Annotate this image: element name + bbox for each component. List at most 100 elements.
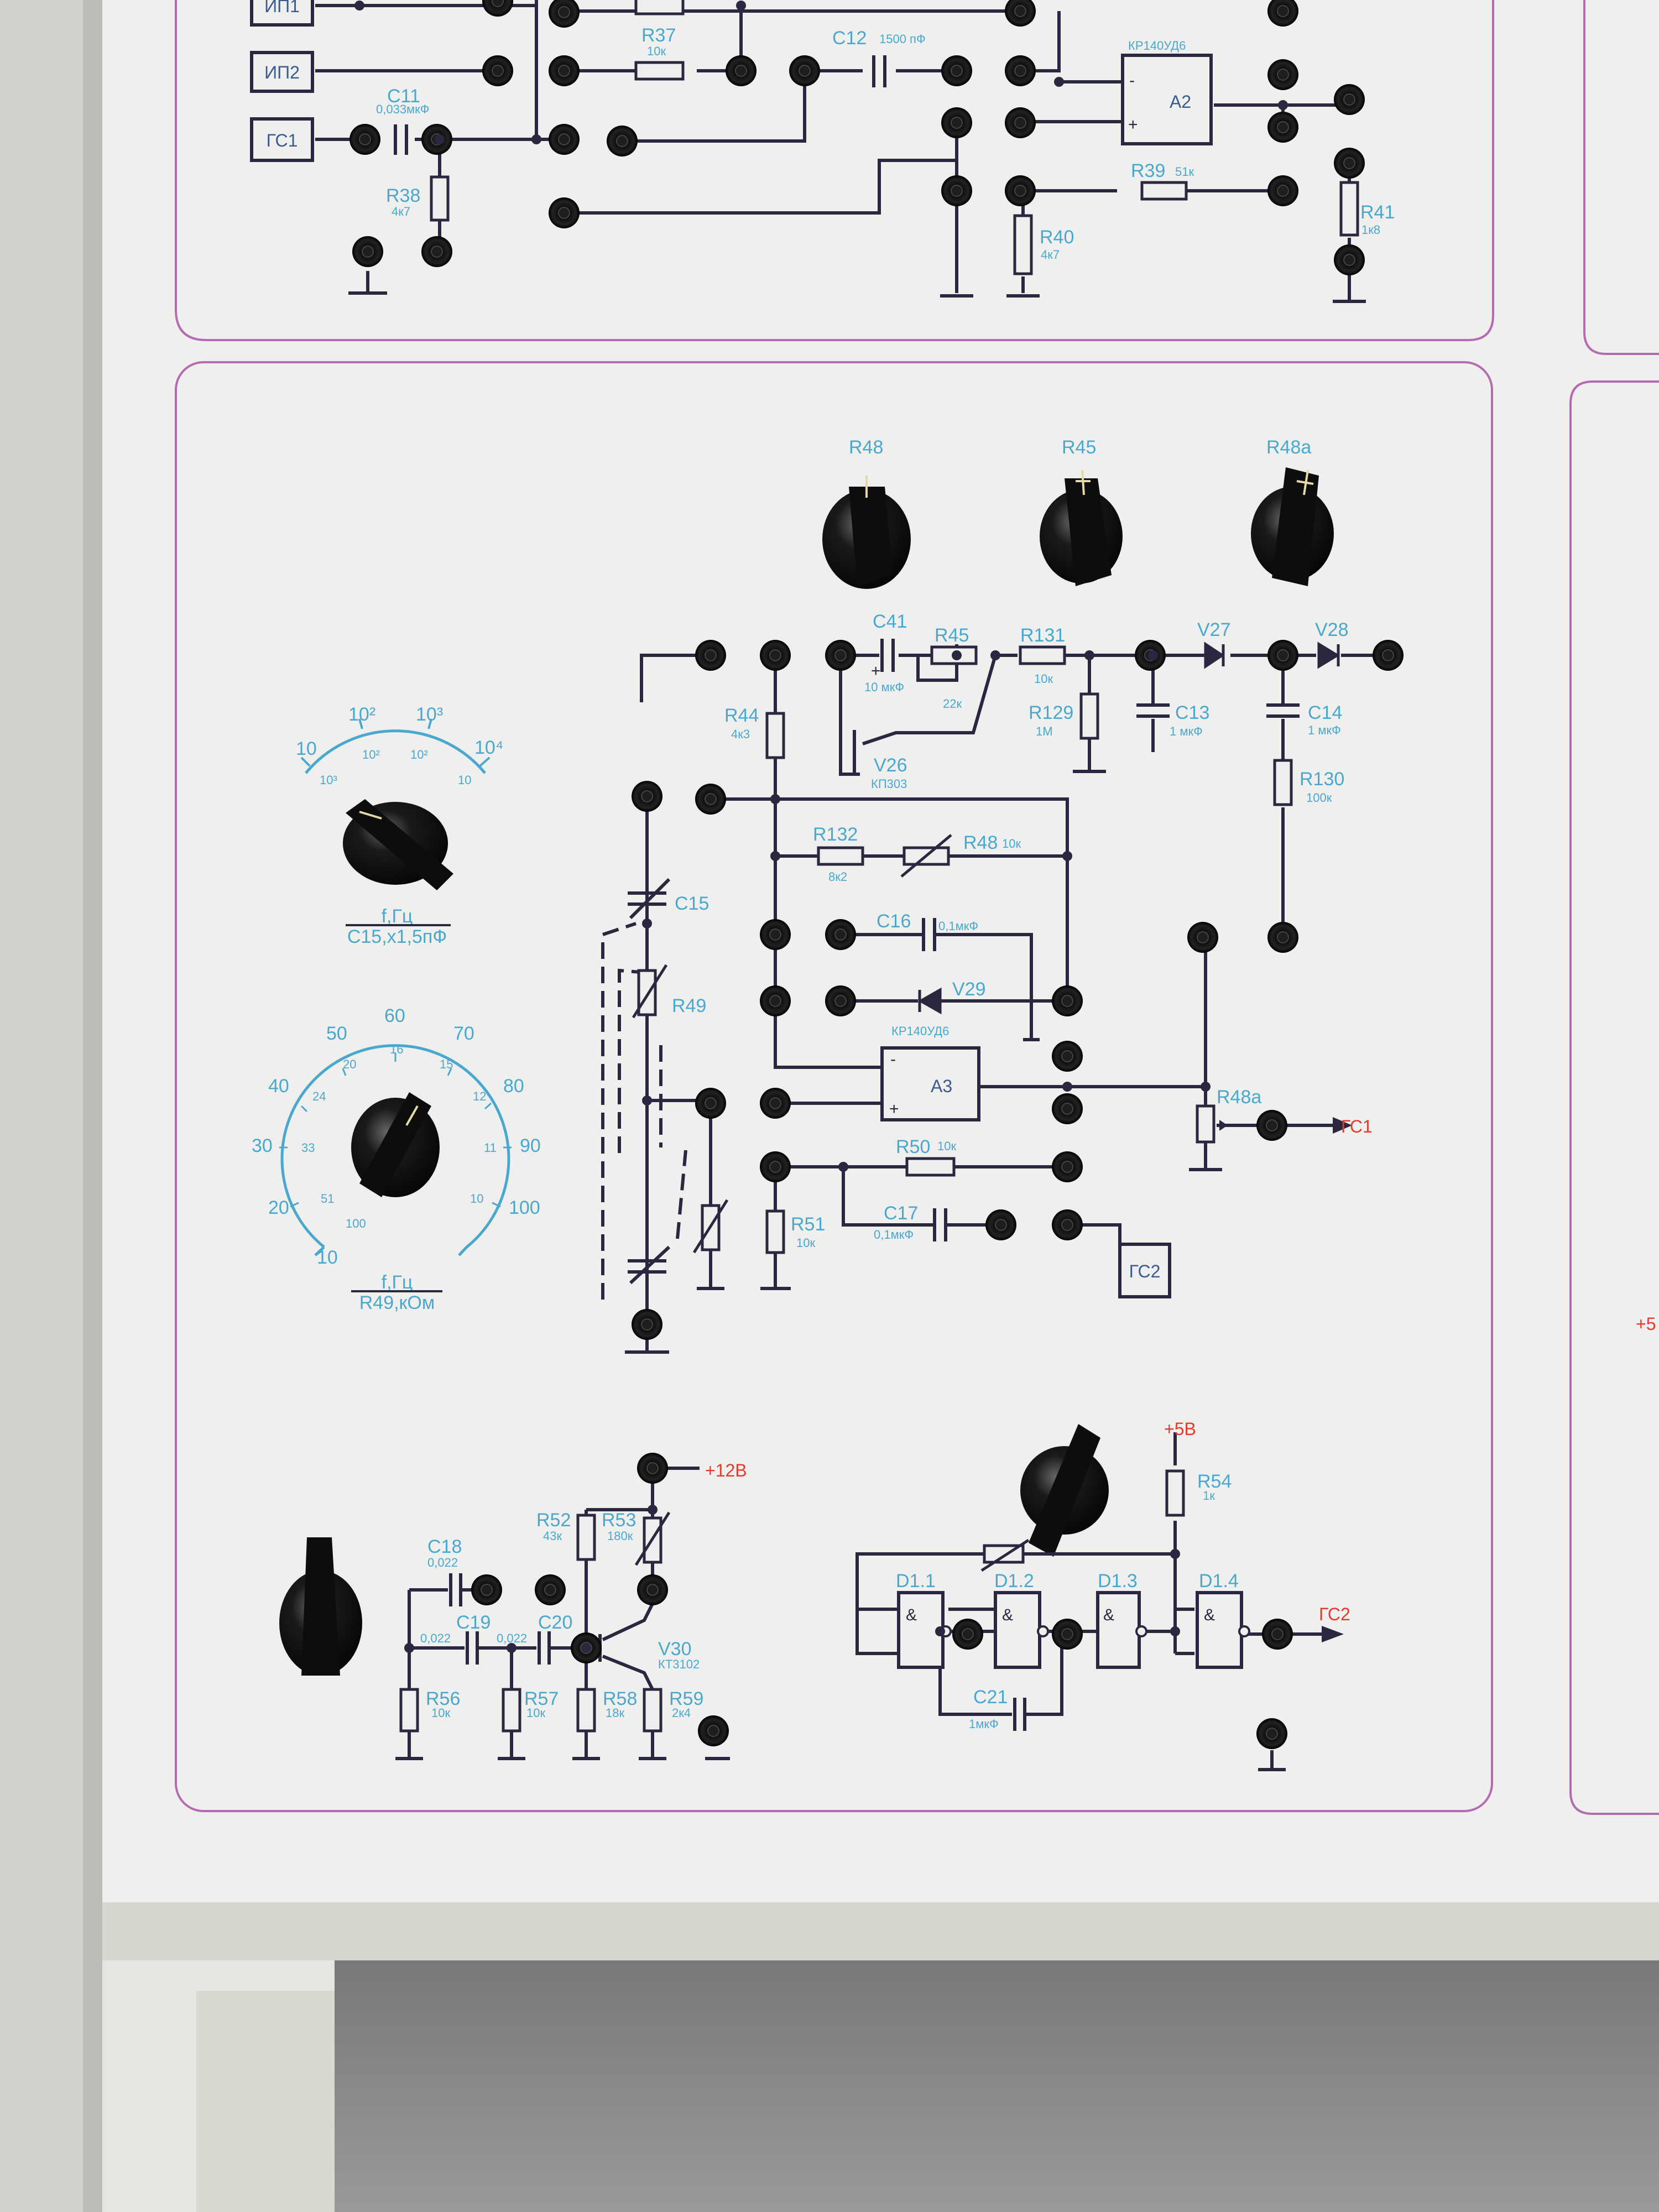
top-section-frame bbox=[175, 0, 1494, 341]
dial2-inner-11: 11 bbox=[484, 1141, 497, 1155]
c20-value: 0,022 bbox=[497, 1631, 527, 1645]
r57-label: R57 bbox=[524, 1688, 559, 1709]
r40-label: R40 bbox=[1040, 227, 1074, 248]
dial1-tick-1000: 10³ bbox=[416, 704, 443, 725]
dial1-inner-4: 10 bbox=[458, 773, 471, 787]
r44-label: R44 bbox=[724, 705, 759, 726]
r38-value: 4к7 bbox=[392, 205, 410, 218]
gs1-output-label: ГС1 bbox=[1341, 1117, 1373, 1136]
c13-label: C13 bbox=[1175, 702, 1209, 723]
knob-r45[interactable] bbox=[1040, 469, 1123, 586]
r56-value: 10к bbox=[431, 1706, 450, 1720]
edge-plus5-label: +5 bbox=[1636, 1314, 1656, 1334]
dial2-tick-90: 90 bbox=[520, 1135, 541, 1156]
dial2-inner-20: 20 bbox=[343, 1057, 356, 1071]
d11-label: D1.1 bbox=[896, 1571, 936, 1592]
r38-label: R38 bbox=[386, 185, 420, 206]
c17-label: C17 bbox=[884, 1203, 918, 1224]
a2-label: A2 bbox=[1170, 92, 1191, 112]
floor bbox=[102, 1960, 1659, 2212]
r48-label: R48 bbox=[963, 832, 998, 853]
frequency-dial-r49: 40 50 60 70 80 30 90 20 100 10 24 20 16 … bbox=[252, 1005, 541, 1268]
c16-value: 0,1мкФ bbox=[938, 919, 978, 933]
r130-value: 100к bbox=[1306, 791, 1332, 805]
r131-value: 10к bbox=[1034, 672, 1053, 686]
r132-value: 8к2 bbox=[828, 870, 847, 884]
c12-value: 1500 пФ bbox=[879, 32, 926, 46]
dial1-caption-c15: C15,x1,5пФ bbox=[347, 926, 447, 947]
r57-value: 10к bbox=[526, 1706, 545, 1720]
dial2-tick-40: 40 bbox=[268, 1076, 289, 1097]
r37-value: 10к bbox=[647, 44, 666, 58]
r56-label: R56 bbox=[426, 1688, 460, 1709]
dial2-tick-80: 80 bbox=[503, 1076, 524, 1097]
r41-label: R41 bbox=[1360, 202, 1395, 223]
top-in2-box: ИП2 bbox=[264, 62, 300, 82]
d14-and-symbol: & bbox=[1204, 1606, 1215, 1624]
r53-value: 180к bbox=[607, 1529, 633, 1543]
dial2-tick-100: 100 bbox=[509, 1197, 540, 1218]
c12-label: C12 bbox=[832, 28, 867, 49]
r40-value: 4к7 bbox=[1041, 248, 1060, 262]
a2-minus: - bbox=[1129, 71, 1135, 90]
dial1-tick-10000: 10⁴ bbox=[474, 737, 503, 758]
dial2-knob[interactable] bbox=[351, 1092, 440, 1197]
main-section-frame bbox=[175, 361, 1493, 1812]
dial1-inner-1: 10³ bbox=[320, 773, 337, 787]
v26-value: КП303 bbox=[871, 777, 907, 791]
dial2-tick-60: 60 bbox=[384, 1005, 405, 1026]
dial1-knob[interactable] bbox=[343, 799, 453, 890]
d14-label: D1.4 bbox=[1199, 1571, 1239, 1592]
r54-value: 1к bbox=[1203, 1489, 1215, 1503]
knob-r45-label: R45 bbox=[1062, 437, 1096, 458]
r53-label: R53 bbox=[602, 1510, 636, 1531]
r50-label: R50 bbox=[896, 1136, 930, 1157]
a3-plus: + bbox=[889, 1100, 899, 1118]
d13-label: D1.3 bbox=[1098, 1571, 1138, 1592]
bottom-right-knob[interactable] bbox=[1020, 1424, 1109, 1557]
dial2-tick-70: 70 bbox=[453, 1023, 474, 1044]
white-panel bbox=[102, 0, 1659, 1913]
r54-label: R54 bbox=[1197, 1471, 1232, 1492]
c21-value: 1мкФ bbox=[969, 1717, 999, 1731]
knob-r48-label: R48 bbox=[849, 437, 883, 458]
r45-label: R45 bbox=[935, 625, 969, 646]
dial2-inner-15: 15 bbox=[440, 1057, 453, 1071]
dial1-inner-2: 10² bbox=[362, 748, 380, 761]
gs2-output-label: ГС2 bbox=[1319, 1604, 1350, 1624]
panel-base-rail bbox=[102, 1902, 1659, 1963]
v29-label: V29 bbox=[952, 979, 986, 1000]
dial2-inner-16: 16 bbox=[390, 1042, 403, 1056]
c41-label: C41 bbox=[873, 611, 907, 632]
c16-label: C16 bbox=[877, 911, 911, 932]
a3-opamp-type: КР140УД6 bbox=[891, 1024, 949, 1038]
d13-and-symbol: & bbox=[1103, 1606, 1114, 1624]
r130-label: R130 bbox=[1300, 769, 1344, 790]
v26-label: V26 bbox=[874, 755, 907, 776]
dial2-inner-10: 10 bbox=[470, 1192, 483, 1206]
r131-label: R131 bbox=[1020, 625, 1065, 646]
r52-label: R52 bbox=[536, 1510, 571, 1531]
r132-label: R132 bbox=[813, 824, 858, 845]
dial2-caption-freq: f,Гц bbox=[382, 1272, 413, 1293]
bottom-left-knob[interactable] bbox=[279, 1537, 362, 1676]
knob-r48[interactable] bbox=[822, 476, 911, 589]
a2-opamp-type: КР140УД6 bbox=[1128, 39, 1186, 53]
dial2-inner-33: 33 bbox=[301, 1141, 315, 1155]
logic-vcc-label: +5В bbox=[1164, 1419, 1196, 1439]
knob-r48a[interactable] bbox=[1251, 467, 1334, 586]
dial1-tick-10: 10 bbox=[296, 738, 317, 759]
v27-label: V27 bbox=[1197, 619, 1231, 640]
d12-label: D1.2 bbox=[994, 1571, 1034, 1592]
a3-minus: - bbox=[890, 1050, 896, 1068]
c13-value: 1 мкФ bbox=[1170, 724, 1203, 738]
dial2-tick-10: 10 bbox=[317, 1247, 338, 1268]
r58-value: 18к bbox=[606, 1706, 624, 1720]
c14-value: 1 мкФ bbox=[1308, 723, 1341, 737]
a2-plus: + bbox=[1128, 116, 1138, 134]
d11-and-symbol: & bbox=[906, 1606, 917, 1624]
r52-value: 43к bbox=[543, 1529, 562, 1543]
c14-label: C14 bbox=[1308, 702, 1342, 723]
